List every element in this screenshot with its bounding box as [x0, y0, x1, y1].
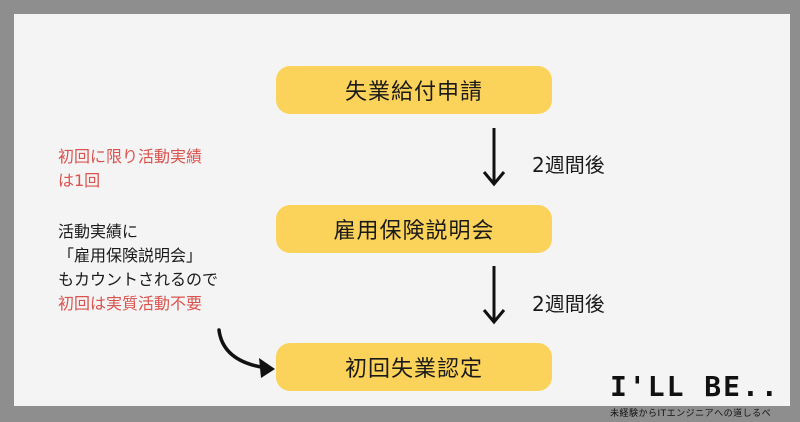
interval-label: 2週間後 — [532, 292, 605, 316]
note-line: 初回は実質活動不要 — [58, 294, 203, 313]
note-line: 初回に限り活動実績 — [58, 147, 203, 166]
down-arrow-icon — [482, 266, 506, 325]
logo-wordmark: I'LL BE.. — [610, 370, 780, 403]
note-line: もカウントされるので — [58, 270, 219, 289]
logo: I'LL BE.. 未経験からITエンジニアへの道しるべ — [610, 370, 796, 422]
step-first-unemployment-certification: 初回失業認定 — [276, 343, 552, 391]
note-line: 活動実績に — [58, 222, 139, 241]
note-first-time-activity: 初回に限り活動実績 は1回 — [58, 145, 258, 193]
step-label: 雇用保険説明会 — [333, 219, 495, 244]
logo-tagline: 未経験からITエンジニアへの道しるべ — [610, 409, 772, 419]
note-line: は1回 — [58, 171, 101, 190]
interval-label: 2週間後 — [532, 153, 605, 177]
step-employment-insurance-briefing: 雇用保険説明会 — [276, 205, 552, 253]
step-unemployment-benefit-application: 失業給付申請 — [276, 66, 552, 114]
note-briefing-counts: 活動実績に 「雇用保険説明会」 もカウントされるので 初回は実質活動不要 — [58, 220, 288, 316]
curved-arrow-icon — [217, 328, 275, 378]
diagram-canvas: 失業給付申請 2週間後 雇用保険説明会 2週間後 初回失業認定 初回に限り活動実… — [14, 14, 790, 419]
step-label: 初回失業認定 — [344, 357, 483, 382]
note-line: 「雇用保険説明会」 — [58, 246, 203, 265]
down-arrow-icon — [482, 128, 506, 187]
step-label: 失業給付申請 — [344, 80, 483, 105]
